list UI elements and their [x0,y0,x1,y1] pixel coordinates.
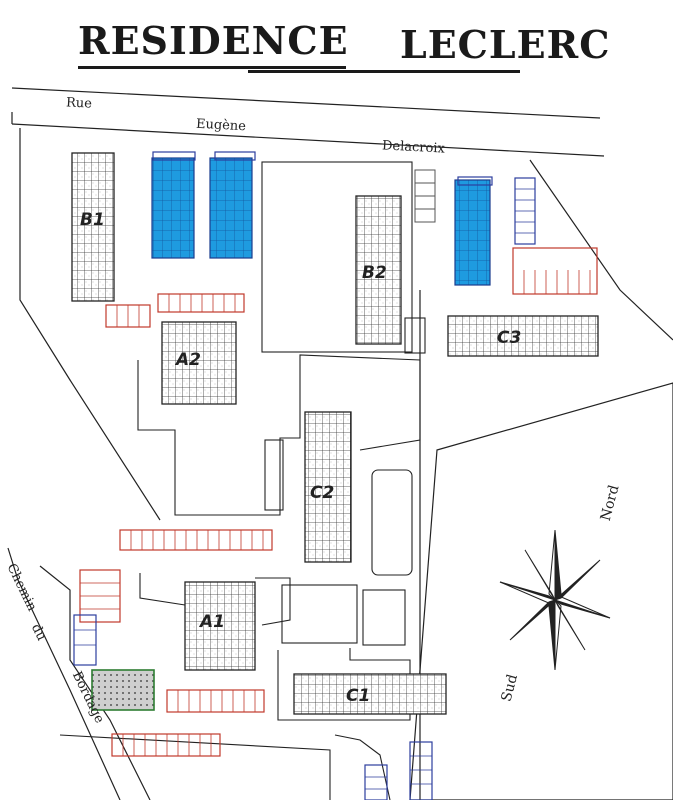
street-edge-south [11,123,605,157]
parking-red-6 [111,733,221,757]
parking-blueline-2 [73,614,97,666]
label-building-c3: C3 [497,328,522,348]
title-word-1: RESIDENCE [78,18,349,63]
parking-blue-2 [209,157,253,259]
label-building-a1: A1 [200,612,225,632]
label-building-c2: C2 [310,483,335,503]
parking-blueline-4 [364,764,388,800]
parking-red-2 [157,293,245,313]
label-building-b2: B2 [362,263,387,283]
title-underline-1 [78,66,346,69]
parking-blueline-7 [457,176,493,186]
building-b1 [71,152,115,302]
parking-red-3 [119,529,273,551]
parking-blueline-6 [214,151,256,161]
parking-blue-1 [151,157,195,259]
building-b2 [355,195,402,345]
street-label-eugene: Eugène [195,116,247,135]
building-c2 [304,411,352,563]
parking-red-5 [166,689,265,713]
building-a2 [161,321,237,405]
east-field [409,382,673,800]
street-label-rue: Rue [65,95,93,112]
label-building-b1: B1 [80,210,105,230]
label-building-a2: A2 [176,350,201,370]
street-label-delacroix: Delacroix [381,138,446,157]
chemin-edge-1 [7,547,121,800]
site-boundary-west [19,128,161,521]
parking-red-7 [512,247,598,295]
street-edge-north [11,87,601,119]
parking-blue-3 [454,179,491,286]
building-c3 [447,315,599,357]
building-a1 [184,581,256,671]
title-word-2: LECLERC [400,22,611,67]
title-underline-2 [248,70,520,73]
parking-blueline-3 [409,741,433,800]
green-dotted-area [91,669,155,711]
label-building-c1: C1 [346,686,371,706]
parking-blueline-5 [152,151,196,161]
compass-rose [499,529,611,671]
map-title: RESIDENCE LECLERC [78,14,638,74]
building-c1 [293,673,447,715]
